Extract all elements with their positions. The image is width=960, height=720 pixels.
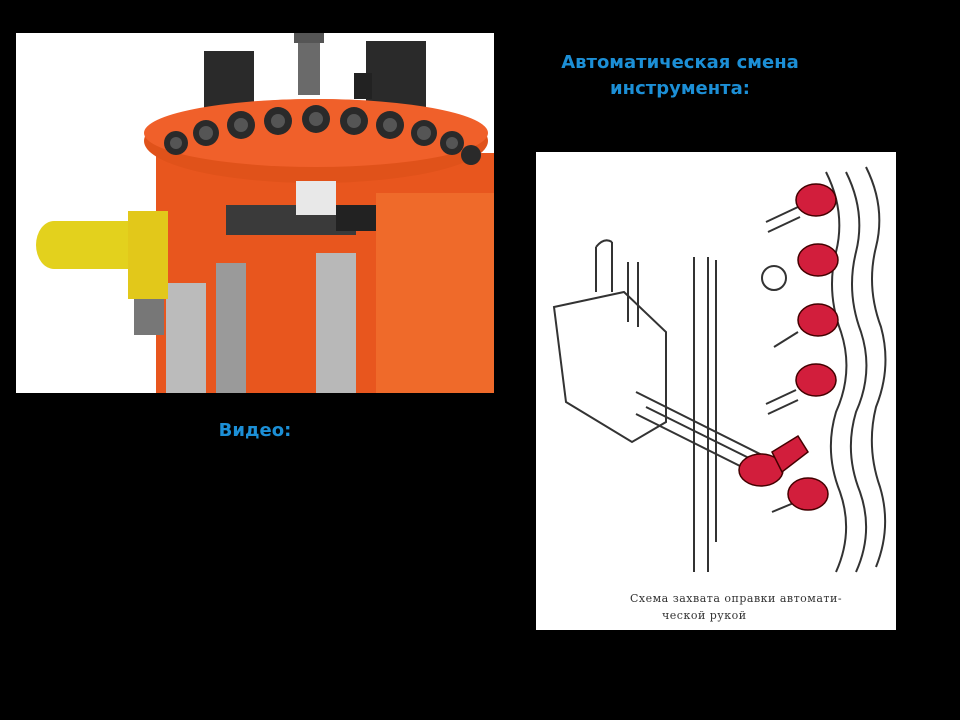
gripper-schematic bbox=[552, 166, 887, 573]
tool-change-diagram: Схема захвата оправки автомати- ческой р… bbox=[536, 152, 896, 630]
machine-illustration bbox=[36, 33, 494, 393]
caption-line-1: Схема захвата оправки автомати- bbox=[630, 592, 843, 605]
caption-line-2: ческой рукой bbox=[662, 609, 747, 622]
title-line-2: инструмента: bbox=[610, 78, 750, 99]
title-line-1: Автоматическая смена bbox=[561, 52, 799, 73]
video-label: Видео: bbox=[218, 420, 292, 441]
diagram-caption: Схема захвата оправки автомати- ческой р… bbox=[630, 590, 890, 624]
page-title: Автоматическая смена инструмента: bbox=[540, 50, 820, 102]
machine-photo bbox=[16, 33, 494, 393]
